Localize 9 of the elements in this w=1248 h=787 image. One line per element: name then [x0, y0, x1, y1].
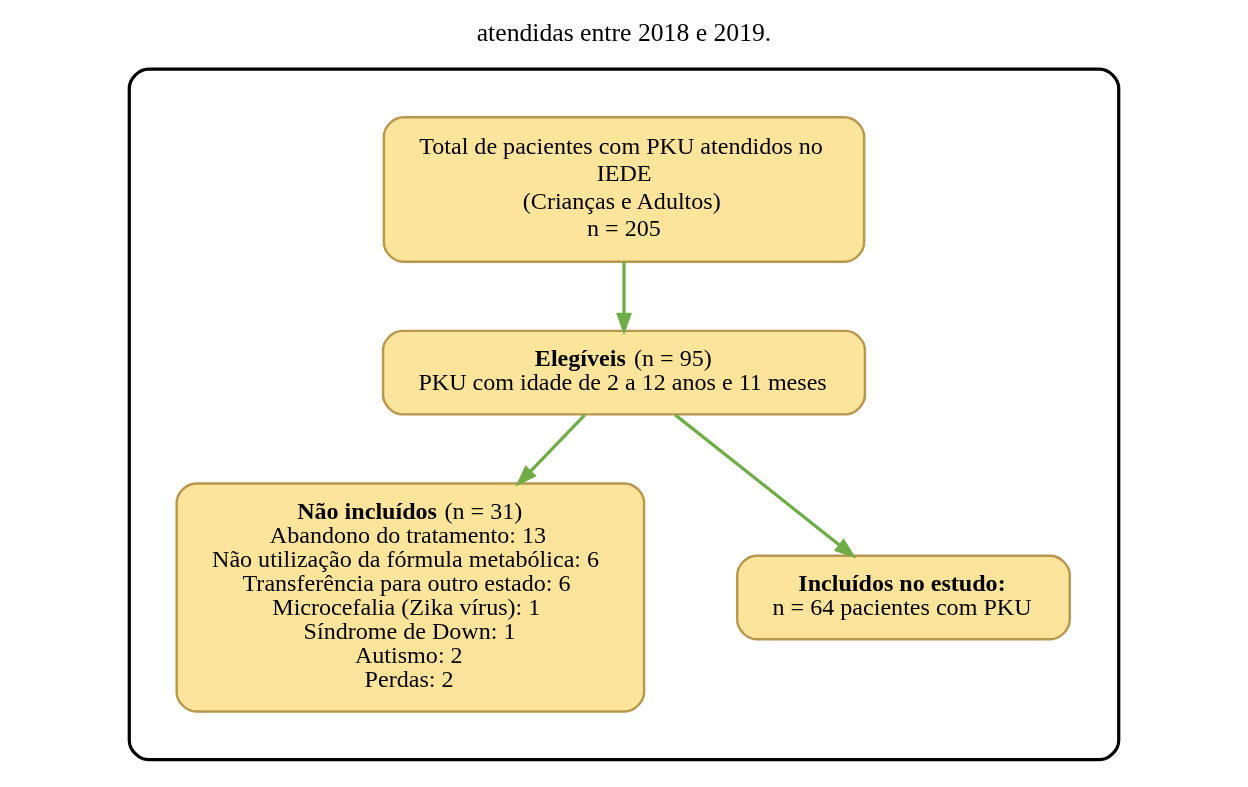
node-box: Elegíveis (n = 95) PKU com idade de 2 a 12 anos e 11 meses	[381, 329, 867, 416]
caption: atendidas entre 2018 e 2019.	[476, 18, 772, 48]
arrow	[616, 262, 632, 336]
node-box: Incluídos no estudo: n = 64 pacientes com PKU	[736, 554, 1071, 641]
arrow	[674, 413, 857, 559]
cluster	[127, 67, 1121, 762]
node-box: Total de pacientes com PKU atendidos no IEDE (Crianças e Adultos) n = 205	[382, 116, 866, 263]
node-box: Não incluídos (n = 31) Abandono do tratamento: 13 Não utilização da fórmula metabólica: 6 Transferência para outro estado: 6 Microcefalia (Zika vírus): 1 Síndrome de Down: 1 Autismo: 2 Perdas: 2	[175, 482, 646, 713]
arrow	[515, 413, 586, 487]
